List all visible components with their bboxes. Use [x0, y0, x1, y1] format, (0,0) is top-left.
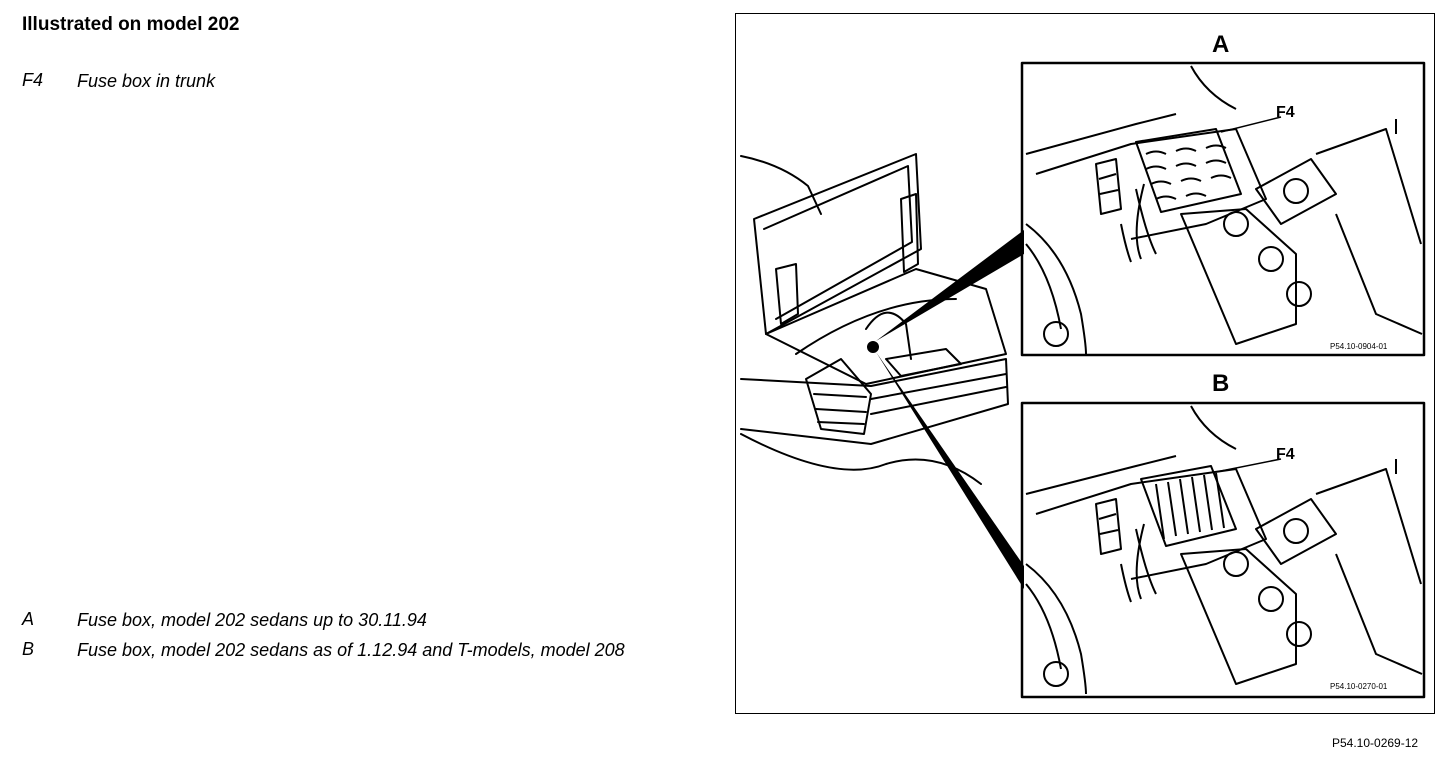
legend-description: Fuse box, model 202 sedans as of 1.12.94…	[77, 640, 625, 660]
callout-wedge-b	[876, 352, 1024, 589]
callout-line-f4-a	[1220, 116, 1282, 133]
rear-bumper	[740, 358, 1009, 445]
fuse-box-location-marker	[867, 341, 879, 353]
legend-item-f4: F4 Fuse box in trunk	[22, 70, 677, 93]
inset-a	[1020, 61, 1426, 357]
legend-key: F4	[22, 70, 44, 90]
legend-item-b: B Fuse box, model 202 sedans as of 1.12.…	[22, 639, 667, 662]
legend-key: A	[22, 609, 35, 629]
inset-b-code: P54.10-0270-01	[1330, 682, 1388, 691]
fuse-block-b	[1140, 465, 1237, 547]
legend-item-a: A Fuse box, model 202 sedans up to 30.11…	[22, 609, 677, 632]
tail-light	[805, 358, 872, 435]
callout-line-f4-b	[1215, 458, 1282, 473]
callout-wedge-a	[876, 230, 1024, 341]
inset-b-label: B	[1212, 370, 1230, 397]
inset-a-code: P54.10-0904-01	[1330, 342, 1388, 351]
figure-reference-code: P54.10-0269-12	[1332, 736, 1419, 750]
legend-description: Fuse box in trunk	[77, 71, 216, 91]
inset-b-callout: F4	[1276, 446, 1295, 463]
trunk-lid	[753, 153, 922, 335]
page-heading: Illustrated on model 202	[22, 14, 240, 35]
inset-b	[1020, 401, 1426, 699]
car-body-outline	[740, 155, 822, 215]
inset-a-label: A	[1212, 31, 1230, 58]
legend-key: B	[22, 639, 35, 659]
illustration-drawing	[740, 61, 1426, 699]
legend-description: Fuse box, model 202 sedans up to 30.11.9…	[77, 610, 427, 630]
fuse-block-a	[1135, 128, 1242, 213]
trunk-fuse-box-illustration: A F4 P54.10-0904-01 B F4 P54.10-0270-01	[735, 13, 1435, 714]
trunk-opening	[765, 268, 1007, 385]
inset-a-callout: F4	[1276, 104, 1295, 121]
